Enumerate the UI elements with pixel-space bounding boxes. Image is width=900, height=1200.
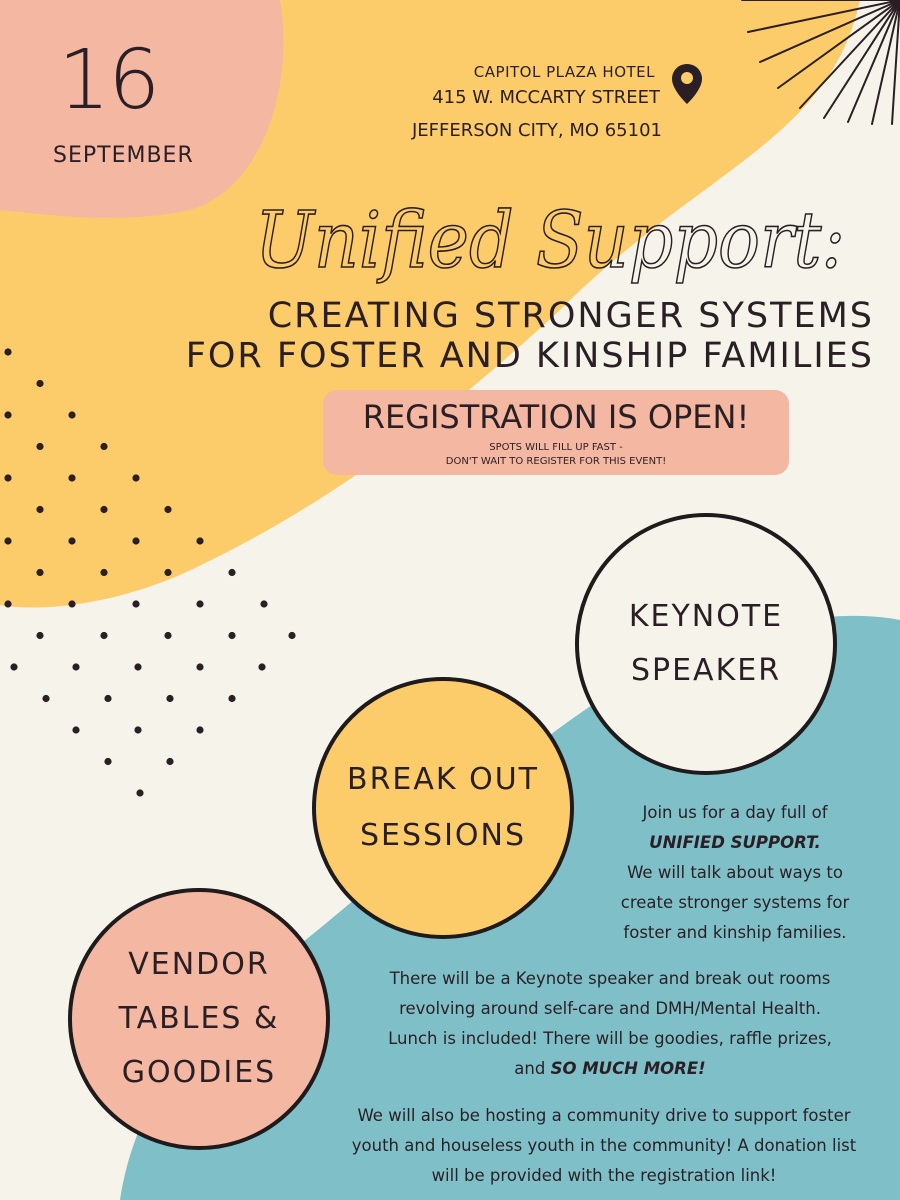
intro-line-1: Join us for a day full of <box>642 803 828 822</box>
registration-note-line-1: SPOTS WILL FILL UP FAST - <box>489 442 623 453</box>
pattern-dot <box>100 631 108 640</box>
pattern-dot <box>36 631 44 640</box>
keynote-line-1: KEYNOTE <box>628 599 784 634</box>
script-title-text: Unified Support: <box>255 196 845 286</box>
community-drive-paragraph: We will also be hosting a community driv… <box>318 1101 890 1191</box>
vendor-line-1: VENDOR <box>128 947 270 982</box>
breakout-line-1: BREAK OUT <box>346 762 539 797</box>
drive-line-3: will be provided with the registration l… <box>431 1166 777 1185</box>
pattern-dot <box>4 537 12 545</box>
pattern-dot <box>104 694 112 703</box>
pattern-dot <box>136 789 144 797</box>
pattern-dot <box>196 600 204 608</box>
venue-name: CAPITOL PLAZA HOTEL <box>473 63 655 81</box>
pattern-dot <box>72 726 80 734</box>
pattern-dot <box>134 726 142 734</box>
vendor-line-3: GOODIES <box>121 1055 277 1090</box>
pattern-dot <box>258 663 266 671</box>
pattern-dot <box>196 726 204 734</box>
details-line-4: and SO MUCH MORE! <box>340 1054 880 1084</box>
pattern-dot <box>100 568 108 577</box>
pattern-dot <box>68 537 76 545</box>
registration-banner: REGISTRATION IS OPEN! SPOTS WILL FILL UP… <box>323 390 789 475</box>
date-day: 16 <box>58 33 160 128</box>
pattern-dot <box>36 442 44 451</box>
pattern-dot <box>4 348 12 356</box>
registration-note-line-2: DON'T WAIT TO REGISTER FOR THIS EVENT! <box>445 456 667 467</box>
pattern-dot <box>68 600 76 608</box>
venue-city: JEFFERSON CITY, MO 65101 <box>411 120 662 141</box>
pattern-dot <box>228 694 236 703</box>
intro-line-5: foster and kinship families. <box>623 923 847 942</box>
intro-paragraph: Join us for a day full of UNIFIED SUPPOR… <box>590 798 880 948</box>
breakout-sessions-circle: BREAK OUT SESSIONS <box>312 677 574 939</box>
pattern-dot <box>196 663 204 671</box>
pattern-dot <box>228 631 236 640</box>
venue-street: 415 W. MCCARTY STREET <box>432 87 660 108</box>
details-line-1: There will be a Keynote speaker and brea… <box>389 969 831 988</box>
pattern-dot <box>164 568 172 577</box>
pattern-dot <box>68 411 76 419</box>
pattern-dot <box>228 568 236 577</box>
pattern-dot <box>104 757 112 766</box>
pattern-dot <box>4 474 12 482</box>
pattern-dot <box>196 537 204 545</box>
pattern-dot <box>132 474 140 482</box>
drive-line-1: We will also be hosting a community driv… <box>357 1106 851 1125</box>
pattern-dot <box>68 474 76 482</box>
subtitle-line-1: CREATING STRONGER SYSTEMS <box>267 296 874 336</box>
pattern-dot <box>164 631 172 640</box>
breakout-line-2: SESSIONS <box>359 818 527 853</box>
pattern-dot <box>4 600 12 608</box>
intro-emphasis: UNIFIED SUPPORT. <box>649 833 821 852</box>
pattern-dot <box>36 505 44 514</box>
pattern-dot <box>100 442 108 451</box>
peach-blob <box>0 0 284 218</box>
script-title: Unified Support: <box>254 195 846 287</box>
dot-pattern <box>4 348 296 797</box>
details-line-3: Lunch is included! There will be goodies… <box>388 1029 832 1048</box>
details-paragraph: There will be a Keynote speaker and brea… <box>340 964 880 1084</box>
keynote-line-2: SPEAKER <box>630 653 782 688</box>
pattern-dot <box>42 694 50 703</box>
pattern-dot <box>132 600 140 608</box>
intro-line-3: We will talk about ways to <box>627 863 843 882</box>
registration-heading: REGISTRATION IS OPEN! <box>362 398 750 436</box>
keynote-speaker-circle: KEYNOTE SPEAKER <box>575 513 837 775</box>
pattern-dot <box>166 694 174 703</box>
pattern-dot <box>132 537 140 545</box>
pattern-dot <box>260 600 268 608</box>
pattern-dot <box>36 379 44 388</box>
pattern-dot <box>164 505 172 514</box>
location-pin-icon <box>672 64 702 104</box>
pattern-dot <box>100 505 108 514</box>
pattern-dot <box>10 663 18 671</box>
vendor-tables-circle: VENDOR TABLES & GOODIES <box>68 888 330 1150</box>
pattern-dot <box>4 411 12 419</box>
intro-line-4: create stronger systems for <box>620 893 850 912</box>
date-month: SEPTEMBER <box>53 143 194 168</box>
subtitle-line-2: FOR FOSTER AND KINSHIP FAMILIES <box>185 336 874 376</box>
details-line-2: revolving around self-care and DMH/Menta… <box>399 999 821 1018</box>
vendor-line-2: TABLES & <box>118 1001 280 1036</box>
drive-line-2: youth and houseless youth in the communi… <box>351 1136 857 1155</box>
pattern-dot <box>288 631 296 640</box>
details-emphasis: SO MUCH MORE! <box>550 1059 706 1078</box>
pattern-dot <box>166 757 174 766</box>
sunburst-rays <box>741 0 900 125</box>
pattern-dot <box>36 568 44 577</box>
pattern-dot <box>72 663 80 671</box>
details-line-4-prefix: and <box>514 1059 551 1078</box>
pattern-dot <box>134 663 142 671</box>
